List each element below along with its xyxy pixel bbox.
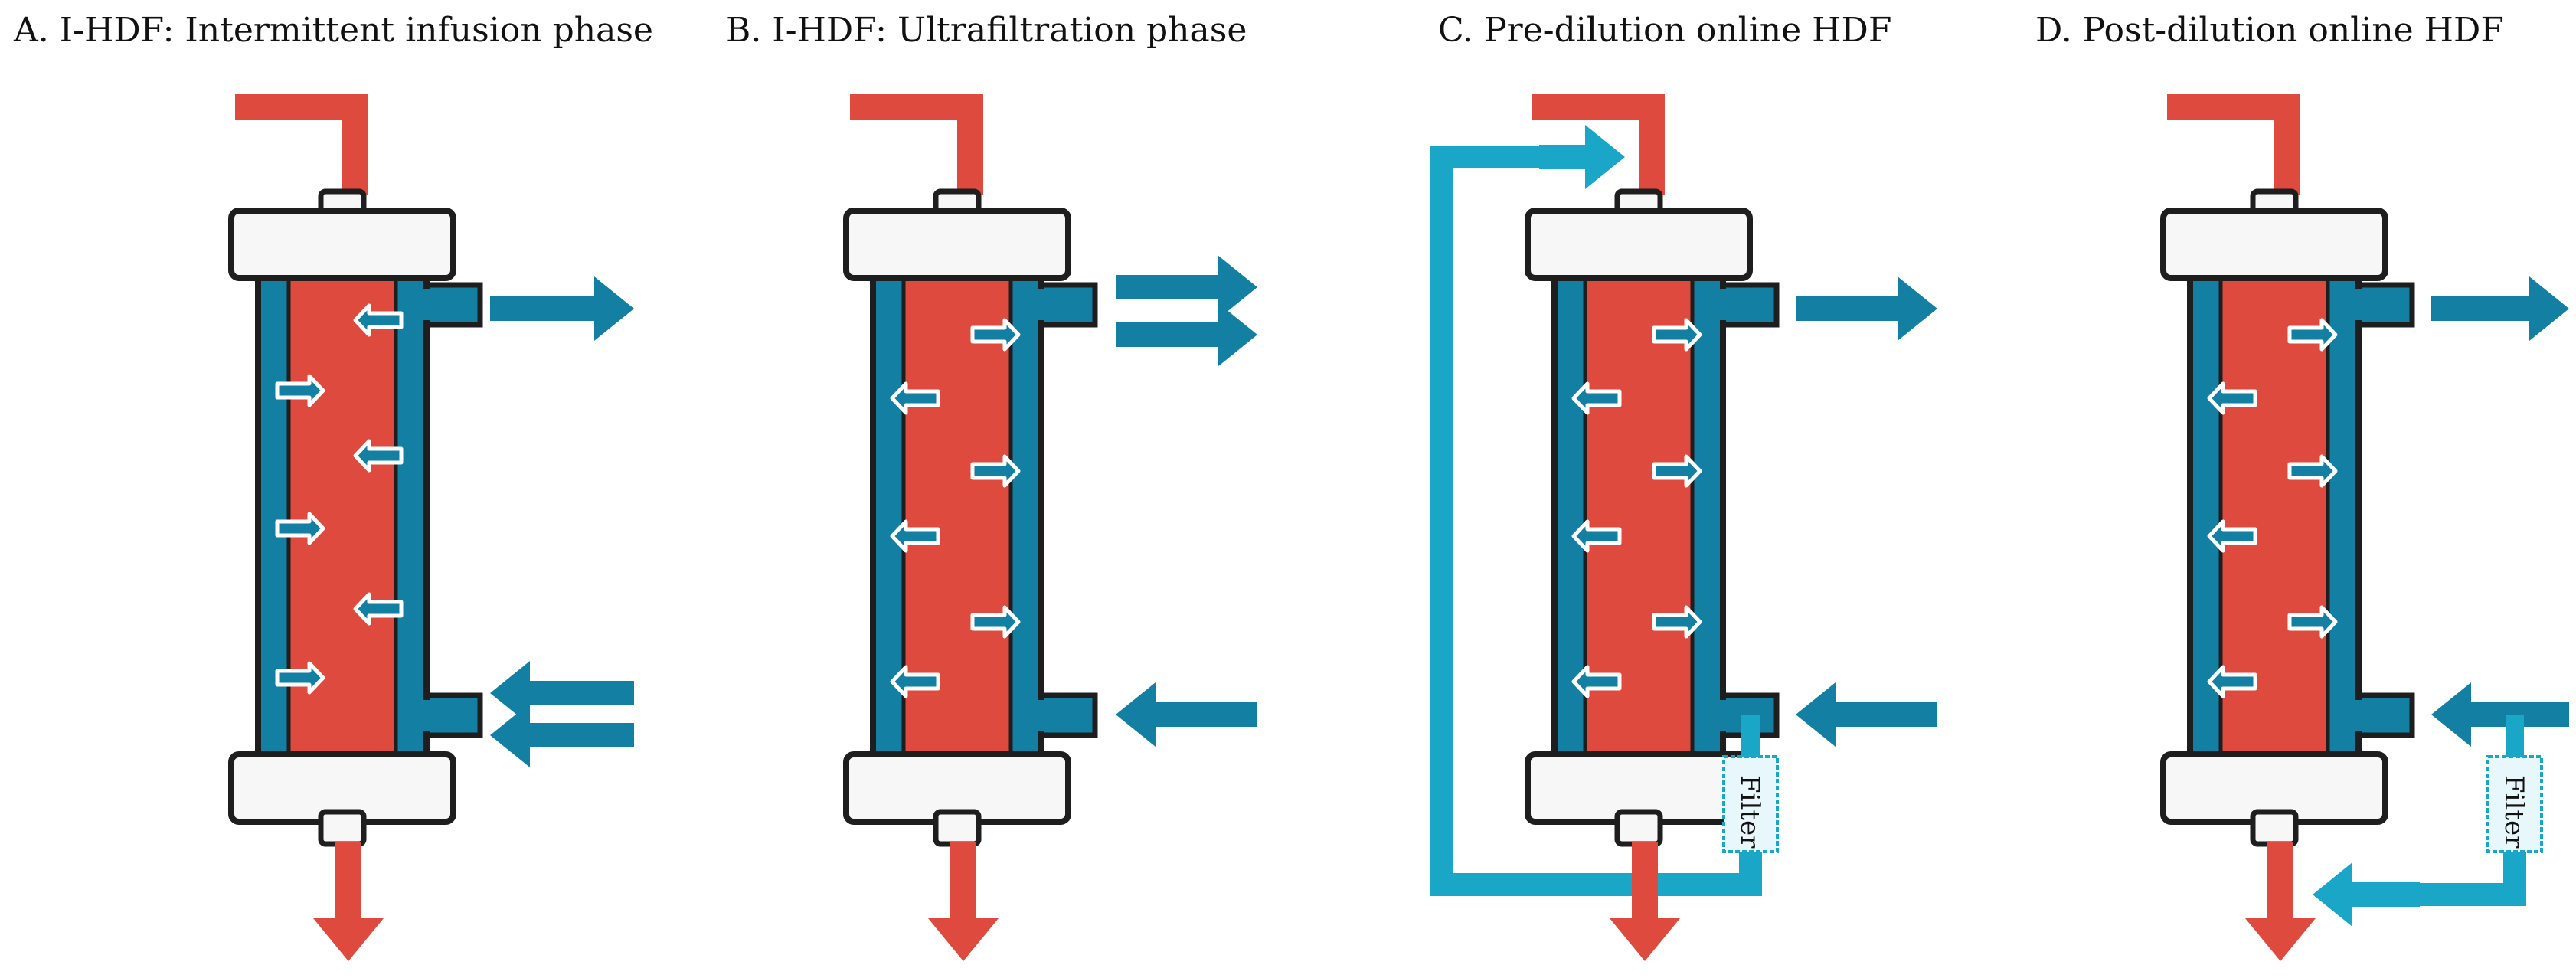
bottom-cap-nozzle (1614, 809, 1663, 847)
substitution-arrow (1539, 125, 1625, 189)
dialysate-out-arrow (490, 276, 634, 341)
membrane-flow-arrow (970, 318, 1021, 352)
port-seam-bottom (2354, 700, 2365, 731)
filter-box (2486, 755, 2543, 853)
port-seam-top (422, 289, 433, 320)
membrane-flow-arrow (275, 661, 325, 695)
membrane-flow-arrow (890, 665, 940, 698)
panel-a-title: A. I-HDF: Intermittent infusion phase (14, 11, 653, 50)
filter-box (1722, 755, 1779, 853)
membrane-flow-arrow (1571, 665, 1622, 698)
membrane-flow-arrow (275, 374, 325, 407)
dialysate-out-arrow (1796, 276, 1937, 341)
blood-compartment (289, 253, 396, 766)
membrane-flow-arrow (1652, 318, 1702, 352)
bottom-cap-nozzle (933, 809, 982, 847)
panel-d-diagram: Filter (2160, 94, 2569, 961)
port-seam-bottom (1037, 700, 1048, 731)
dialysate-in-arrow (1116, 682, 1257, 747)
port-seam-bottom (1718, 700, 1729, 731)
panel-d: D. Post-dilution online HDF Filter (2022, 0, 2576, 978)
dialysate-in-arrow (1796, 682, 1937, 747)
panel-c-title: C. Pre-dilution online HDF (1438, 11, 1892, 50)
dialysate-out-arrow (1116, 255, 1257, 319)
blood-outlet-arrow (2245, 842, 2316, 961)
membrane-flow-arrow (2207, 665, 2257, 698)
port-seam-bottom (422, 700, 433, 731)
dialysate-in-arrow (490, 661, 634, 725)
blood-inlet-line (850, 94, 983, 195)
membrane-flow-arrow (2207, 381, 2257, 415)
membrane-flow-arrow (353, 439, 404, 473)
membrane-flow-arrow (2207, 519, 2257, 553)
top-cap (2160, 208, 2388, 281)
top-cap (843, 208, 1071, 281)
panel-a: A. I-HDF: Intermittent infusion phase (0, 0, 653, 978)
substitution-arrow (2313, 862, 2420, 927)
top-cap (228, 208, 456, 281)
membrane-flow-arrow (2287, 605, 2338, 639)
filter-label: Filter (1734, 775, 1765, 849)
membrane-flow-arrow (2287, 454, 2338, 488)
panel-b-diagram (843, 94, 1257, 961)
panel-d-title: D. Post-dilution online HDF (2035, 11, 2504, 50)
membrane-flow-arrow (1571, 519, 1622, 553)
blood-inlet-line (2167, 94, 2300, 195)
panel-b: B. I-HDF: Ultrafiltration phase (712, 0, 1355, 978)
bottom-cap-nozzle (2250, 809, 2299, 847)
membrane-flow-arrow (890, 519, 940, 553)
filter-label: Filter (2499, 775, 2529, 849)
membrane-flow-arrow (970, 605, 1021, 639)
blood-outlet-arrow (313, 842, 384, 961)
membrane-flow-arrow (2287, 318, 2338, 352)
blood-inlet-line (235, 94, 368, 195)
top-cap (1525, 208, 1753, 281)
port-seam-top (2354, 289, 2365, 320)
membrane-flow-arrow (890, 381, 940, 415)
blood-inlet-line (1532, 94, 1665, 195)
membrane-flow-arrow (970, 454, 1021, 488)
panel-c-diagram: Filter (1430, 94, 1937, 961)
port-seam-top (1037, 289, 1048, 320)
dialysate-in-arrow (490, 703, 634, 767)
panel-a-diagram (228, 94, 634, 961)
dialysate-out-arrow (1116, 303, 1257, 367)
blood-outlet-arrow (1610, 842, 1680, 961)
membrane-flow-arrow (1652, 454, 1702, 488)
membrane-flow-arrow (275, 512, 325, 545)
membrane-flow-arrow (353, 592, 404, 626)
dialysate-in-arrow (2431, 682, 2569, 747)
membrane-flow-arrow (1652, 605, 1702, 639)
blood-outlet-arrow (928, 842, 999, 961)
port-seam-top (1718, 289, 1729, 320)
panel-b-title: B. I-HDF: Ultrafiltration phase (726, 11, 1247, 50)
bottom-cap-nozzle (318, 809, 367, 847)
membrane-flow-arrow (1571, 381, 1622, 415)
dialysate-out-arrow (2431, 276, 2569, 341)
panel-c: C. Pre-dilution online HDF Filter (1424, 0, 2068, 978)
membrane-flow-arrow (353, 303, 404, 337)
